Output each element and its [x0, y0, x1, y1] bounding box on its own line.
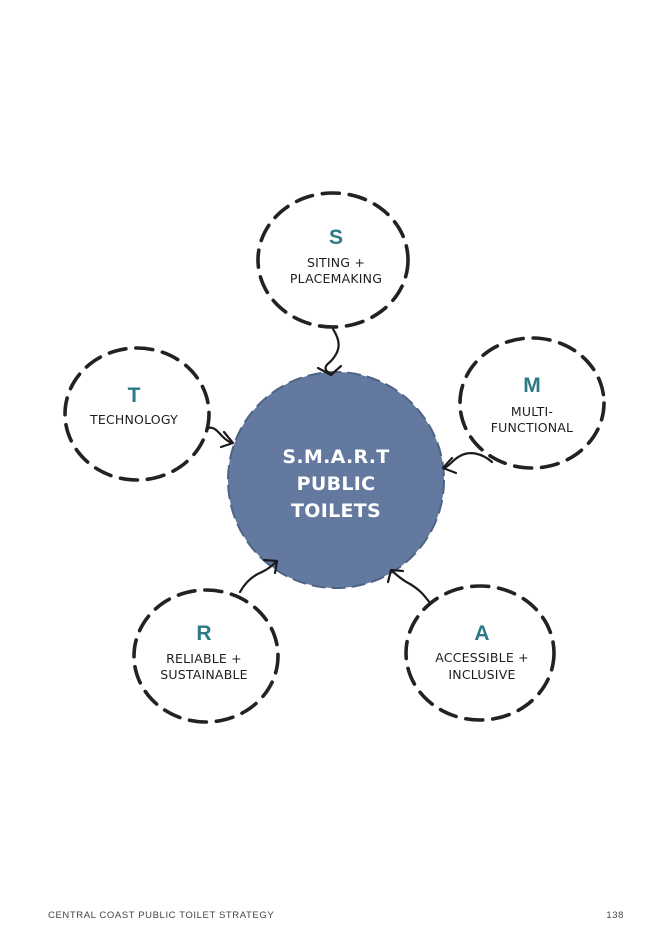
- node-accessible-label-line-1: ACCESSIBLE +: [435, 650, 529, 665]
- arrow-multifunctional-to-center: [441, 452, 494, 475]
- node-multifunctional-circle: [458, 336, 606, 470]
- node-multifunctional-label-line-1: MULTI-: [511, 404, 553, 419]
- footer-document-title: CENTRAL COAST PUBLIC TOILET STRATEGY: [48, 910, 275, 921]
- node-multifunctional-label-line-2: FUNCTIONAL: [491, 420, 573, 435]
- node-technology-label-line-1: TECHNOLOGY: [89, 412, 178, 427]
- arrow-reliable-to-center: [238, 558, 279, 594]
- node-technology: T TECHNOLOGY: [63, 346, 211, 482]
- arrow-siting-to-center: [316, 327, 343, 377]
- center-circle: [227, 371, 445, 589]
- node-accessible-letter: A: [474, 622, 489, 645]
- node-reliable: R RELIABLE + SUSTAINABLE: [132, 588, 280, 724]
- node-reliable-circle: [132, 588, 280, 724]
- center-node: S.M.A.R.T PUBLIC TOILETS: [227, 371, 445, 589]
- node-siting-label-line-2: PLACEMAKING: [290, 271, 382, 286]
- node-siting-letter: S: [329, 226, 343, 249]
- node-accessible: A ACCESSIBLE + INCLUSIVE: [404, 584, 556, 722]
- footer-page-number: 138: [606, 910, 624, 921]
- node-multifunctional: M MULTI- FUNCTIONAL: [458, 336, 606, 470]
- node-siting-circle: [256, 191, 410, 329]
- arrow-accessible-to-center: [386, 568, 432, 605]
- center-label-line-1: S.M.A.R.T: [282, 446, 389, 468]
- node-accessible-label-line-2: INCLUSIVE: [448, 667, 515, 682]
- arrow-technology-to-center: [206, 426, 235, 449]
- node-technology-circle: [63, 346, 211, 482]
- node-multifunctional-letter: M: [523, 374, 541, 397]
- node-reliable-label-line-2: SUSTAINABLE: [160, 667, 247, 682]
- node-reliable-label-line-1: RELIABLE +: [166, 651, 242, 666]
- node-technology-letter: T: [128, 384, 141, 407]
- center-label-line-2: PUBLIC: [297, 473, 376, 495]
- node-siting-label-line-1: SITING +: [307, 255, 365, 270]
- node-siting: S SITING + PLACEMAKING: [256, 191, 410, 329]
- node-accessible-circle: [404, 584, 556, 722]
- node-reliable-letter: R: [196, 622, 211, 645]
- center-label-line-3: TOILETS: [291, 500, 381, 522]
